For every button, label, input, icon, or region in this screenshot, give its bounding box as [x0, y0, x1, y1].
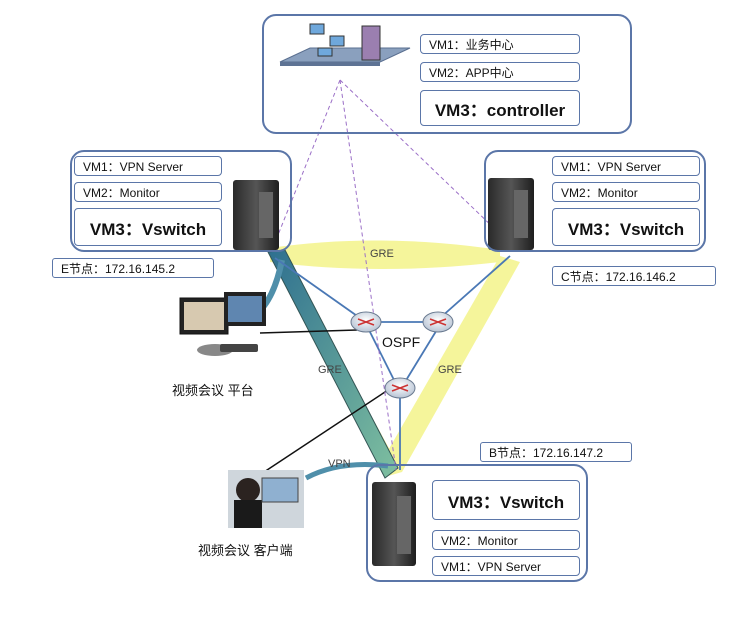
- video-platform-label: 视频会议 平台: [172, 383, 254, 398]
- server-icon-e: [233, 180, 279, 250]
- vpn-label: VPN: [328, 458, 351, 470]
- c-vm2: VM2：Monitor: [552, 182, 700, 202]
- gre-tunnels: [268, 240, 520, 476]
- network-hub-icon: [279, 23, 411, 66]
- vm2-app-center: VM2：APP中心: [420, 62, 580, 82]
- router-icon-bottom: [384, 377, 416, 399]
- vm1-business-center: VM1：业务中心: [420, 34, 580, 54]
- gre-tunnel-top: [270, 240, 500, 269]
- network-links: [274, 255, 511, 470]
- laptop-user-icon: [228, 470, 304, 528]
- b-vm1: VM1：VPN Server: [432, 556, 580, 576]
- gre-label-left: GRE: [318, 364, 342, 376]
- router-icon-right: [422, 311, 454, 333]
- gre-tunnel-right: [378, 256, 520, 472]
- router-icon-left: [350, 311, 382, 333]
- e-node-group: [70, 150, 292, 252]
- c-vm1: VM1：VPN Server: [552, 156, 700, 176]
- e-vm2: VM2：Monitor: [74, 182, 222, 202]
- platform-link: [259, 329, 358, 334]
- vm3-controller: VM3：controller: [420, 90, 580, 126]
- c-node-group: [484, 150, 706, 252]
- client-link: [257, 389, 389, 477]
- e-node-label: E节点：172.16.145.2: [52, 258, 214, 278]
- video-terminal-icon: [179, 292, 266, 356]
- c-vm3: VM3：Vswitch: [552, 208, 700, 246]
- server-icon-b: [372, 482, 416, 566]
- b-vm2: VM2：Monitor: [432, 530, 580, 550]
- e-vm1: VM1：VPN Server: [74, 156, 222, 176]
- b-vm3: VM3：Vswitch: [432, 480, 580, 520]
- gre-label-right: GRE: [438, 364, 462, 376]
- ospf-label: OSPF: [382, 334, 421, 350]
- controller-group: [262, 14, 632, 134]
- controller-links: [271, 79, 499, 471]
- server-icon-c: [488, 178, 534, 250]
- c-node-label: C节点：172.16.146.2: [552, 266, 716, 286]
- video-client-label: 视频会议 客户端: [198, 543, 293, 558]
- b-node-label: B节点：172.16.147.2: [480, 442, 632, 462]
- gre-label-top: GRE: [370, 248, 394, 260]
- b-node-group: [366, 464, 588, 582]
- e-vm3: VM3：Vswitch: [74, 208, 222, 246]
